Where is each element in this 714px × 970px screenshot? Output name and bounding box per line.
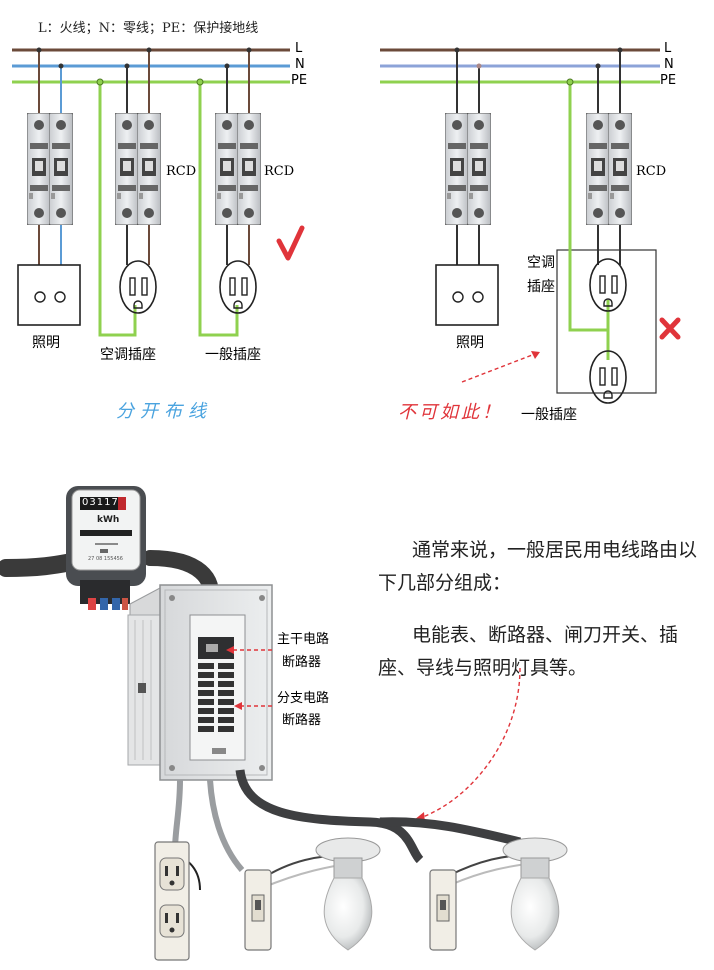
explanation-line-3: 电能表、断路器、闸刀开关、插 <box>412 624 679 646</box>
separate-wiring-caption: 分开布线 <box>116 401 212 422</box>
rcd-label-general: RCD <box>264 164 295 179</box>
main-breaker-label-2: 断路器 <box>282 655 322 670</box>
rcd-label-ac: RCD <box>166 164 197 179</box>
meter-serial: 27 08 155456 <box>88 556 123 562</box>
ac-label-right-1: 空调 <box>527 255 555 271</box>
branch-breaker-label-1: 分支电路 <box>277 691 330 706</box>
warning-text: 不可如此！ <box>398 402 503 423</box>
general-socket-label-right: 一般插座 <box>521 407 577 423</box>
right-wiring-diagram <box>380 47 681 404</box>
explanation-line-4: 座、导线与照明灯具等。 <box>378 657 588 679</box>
light-bulb-1 <box>315 837 381 951</box>
ac-socket-label-left: 空调插座 <box>100 347 156 363</box>
meter-unit: kWh <box>97 515 120 525</box>
cross-icon <box>659 317 681 340</box>
bus-label-n-right: N <box>664 57 674 72</box>
rcd-label-right: RCD <box>636 164 667 179</box>
lighting-label-right: 照明 <box>456 335 484 351</box>
check-icon <box>276 225 305 261</box>
bus-label-pe-left: PE <box>291 73 308 88</box>
explanation-line-2: 下几部分组成： <box>378 572 512 594</box>
left-wiring-diagram <box>12 47 305 337</box>
main-breaker-label-1: 主干电路 <box>277 632 330 647</box>
lighting-label-left: 照明 <box>32 335 60 351</box>
branch-breaker-label-2: 断路器 <box>282 713 322 728</box>
legend-text: L：火线；N：零线；PE：保护接地线 <box>38 21 259 36</box>
electric-meter <box>66 486 146 610</box>
light-bulb-2 <box>502 837 568 951</box>
light-switch-2 <box>429 869 457 951</box>
light-switch-1 <box>244 869 272 951</box>
bus-label-l-right: L <box>664 41 672 56</box>
bus-label-n-left: N <box>295 57 305 72</box>
duplex-receptacle <box>154 841 190 961</box>
ac-label-right-2: 插座 <box>527 279 555 295</box>
household-circuit-illustration <box>0 486 568 961</box>
general-socket-label-left: 一般插座 <box>205 347 261 363</box>
bus-label-l-left: L <box>295 41 303 56</box>
bus-label-pe-right: PE <box>660 73 677 88</box>
meter-reading: 03117 <box>82 497 119 508</box>
explanation-line-1: 通常来说，一般居民用电线路由以 <box>412 539 698 561</box>
